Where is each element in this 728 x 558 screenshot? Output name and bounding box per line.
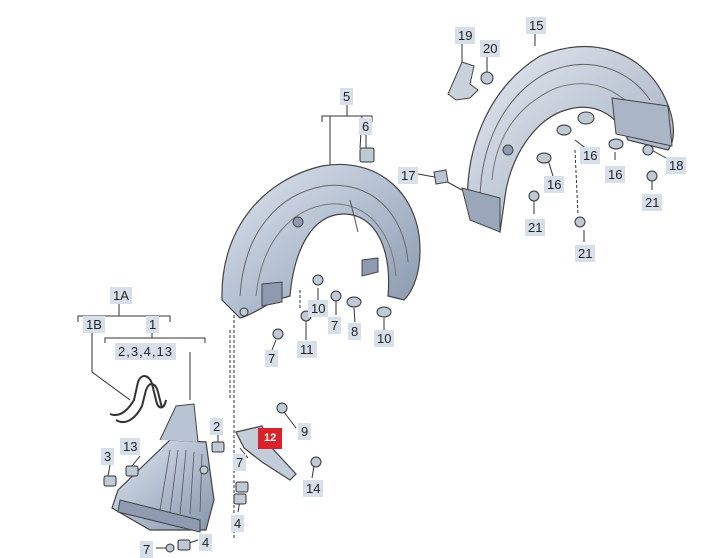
label-16-c: 16 — [605, 166, 626, 183]
label-12-highlighted: 12 — [258, 428, 283, 449]
label-7-d: 7 — [140, 541, 154, 558]
label-10-a: 10 — [308, 300, 329, 317]
label-18: 18 — [666, 157, 687, 174]
wire-bracket — [109, 375, 167, 424]
wheel-liner-rear — [461, 45, 674, 234]
label-1B: 1B — [83, 316, 105, 333]
splash-shield-lower — [111, 403, 215, 533]
label-16-a: 16 — [580, 147, 601, 164]
label-7-a: 7 — [328, 317, 342, 334]
label-13: 13 — [120, 438, 141, 455]
wheel-liner-front — [221, 164, 421, 319]
label-group-2-3-4-13: 2,3,4,13 — [115, 343, 176, 360]
bracket-19 — [447, 61, 479, 101]
label-2: 2 — [210, 418, 224, 435]
label-21-c: 21 — [575, 245, 596, 262]
label-1A: 1A — [110, 287, 132, 304]
label-17: 17 — [398, 167, 419, 184]
label-21-a: 21 — [642, 194, 663, 211]
label-21-b: 21 — [525, 219, 546, 236]
label-14: 14 — [303, 480, 324, 497]
label-9: 9 — [298, 423, 312, 440]
bracket-17 — [433, 169, 449, 185]
label-19: 19 — [455, 27, 476, 44]
label-20: 20 — [480, 40, 501, 57]
label-7-c: 7 — [233, 454, 247, 471]
label-15: 15 — [526, 17, 547, 34]
label-11: 11 — [297, 341, 317, 358]
label-5: 5 — [340, 88, 354, 105]
fasteners — [103, 71, 658, 553]
label-6: 6 — [359, 118, 373, 135]
label-8: 8 — [348, 323, 362, 340]
label-4-b: 4 — [199, 534, 213, 551]
label-16-b: 16 — [544, 176, 565, 193]
label-3: 3 — [101, 448, 115, 465]
label-4-a: 4 — [231, 515, 245, 532]
label-7-b: 7 — [265, 350, 279, 367]
label-10-b: 10 — [374, 330, 395, 347]
label-1: 1 — [146, 316, 160, 333]
